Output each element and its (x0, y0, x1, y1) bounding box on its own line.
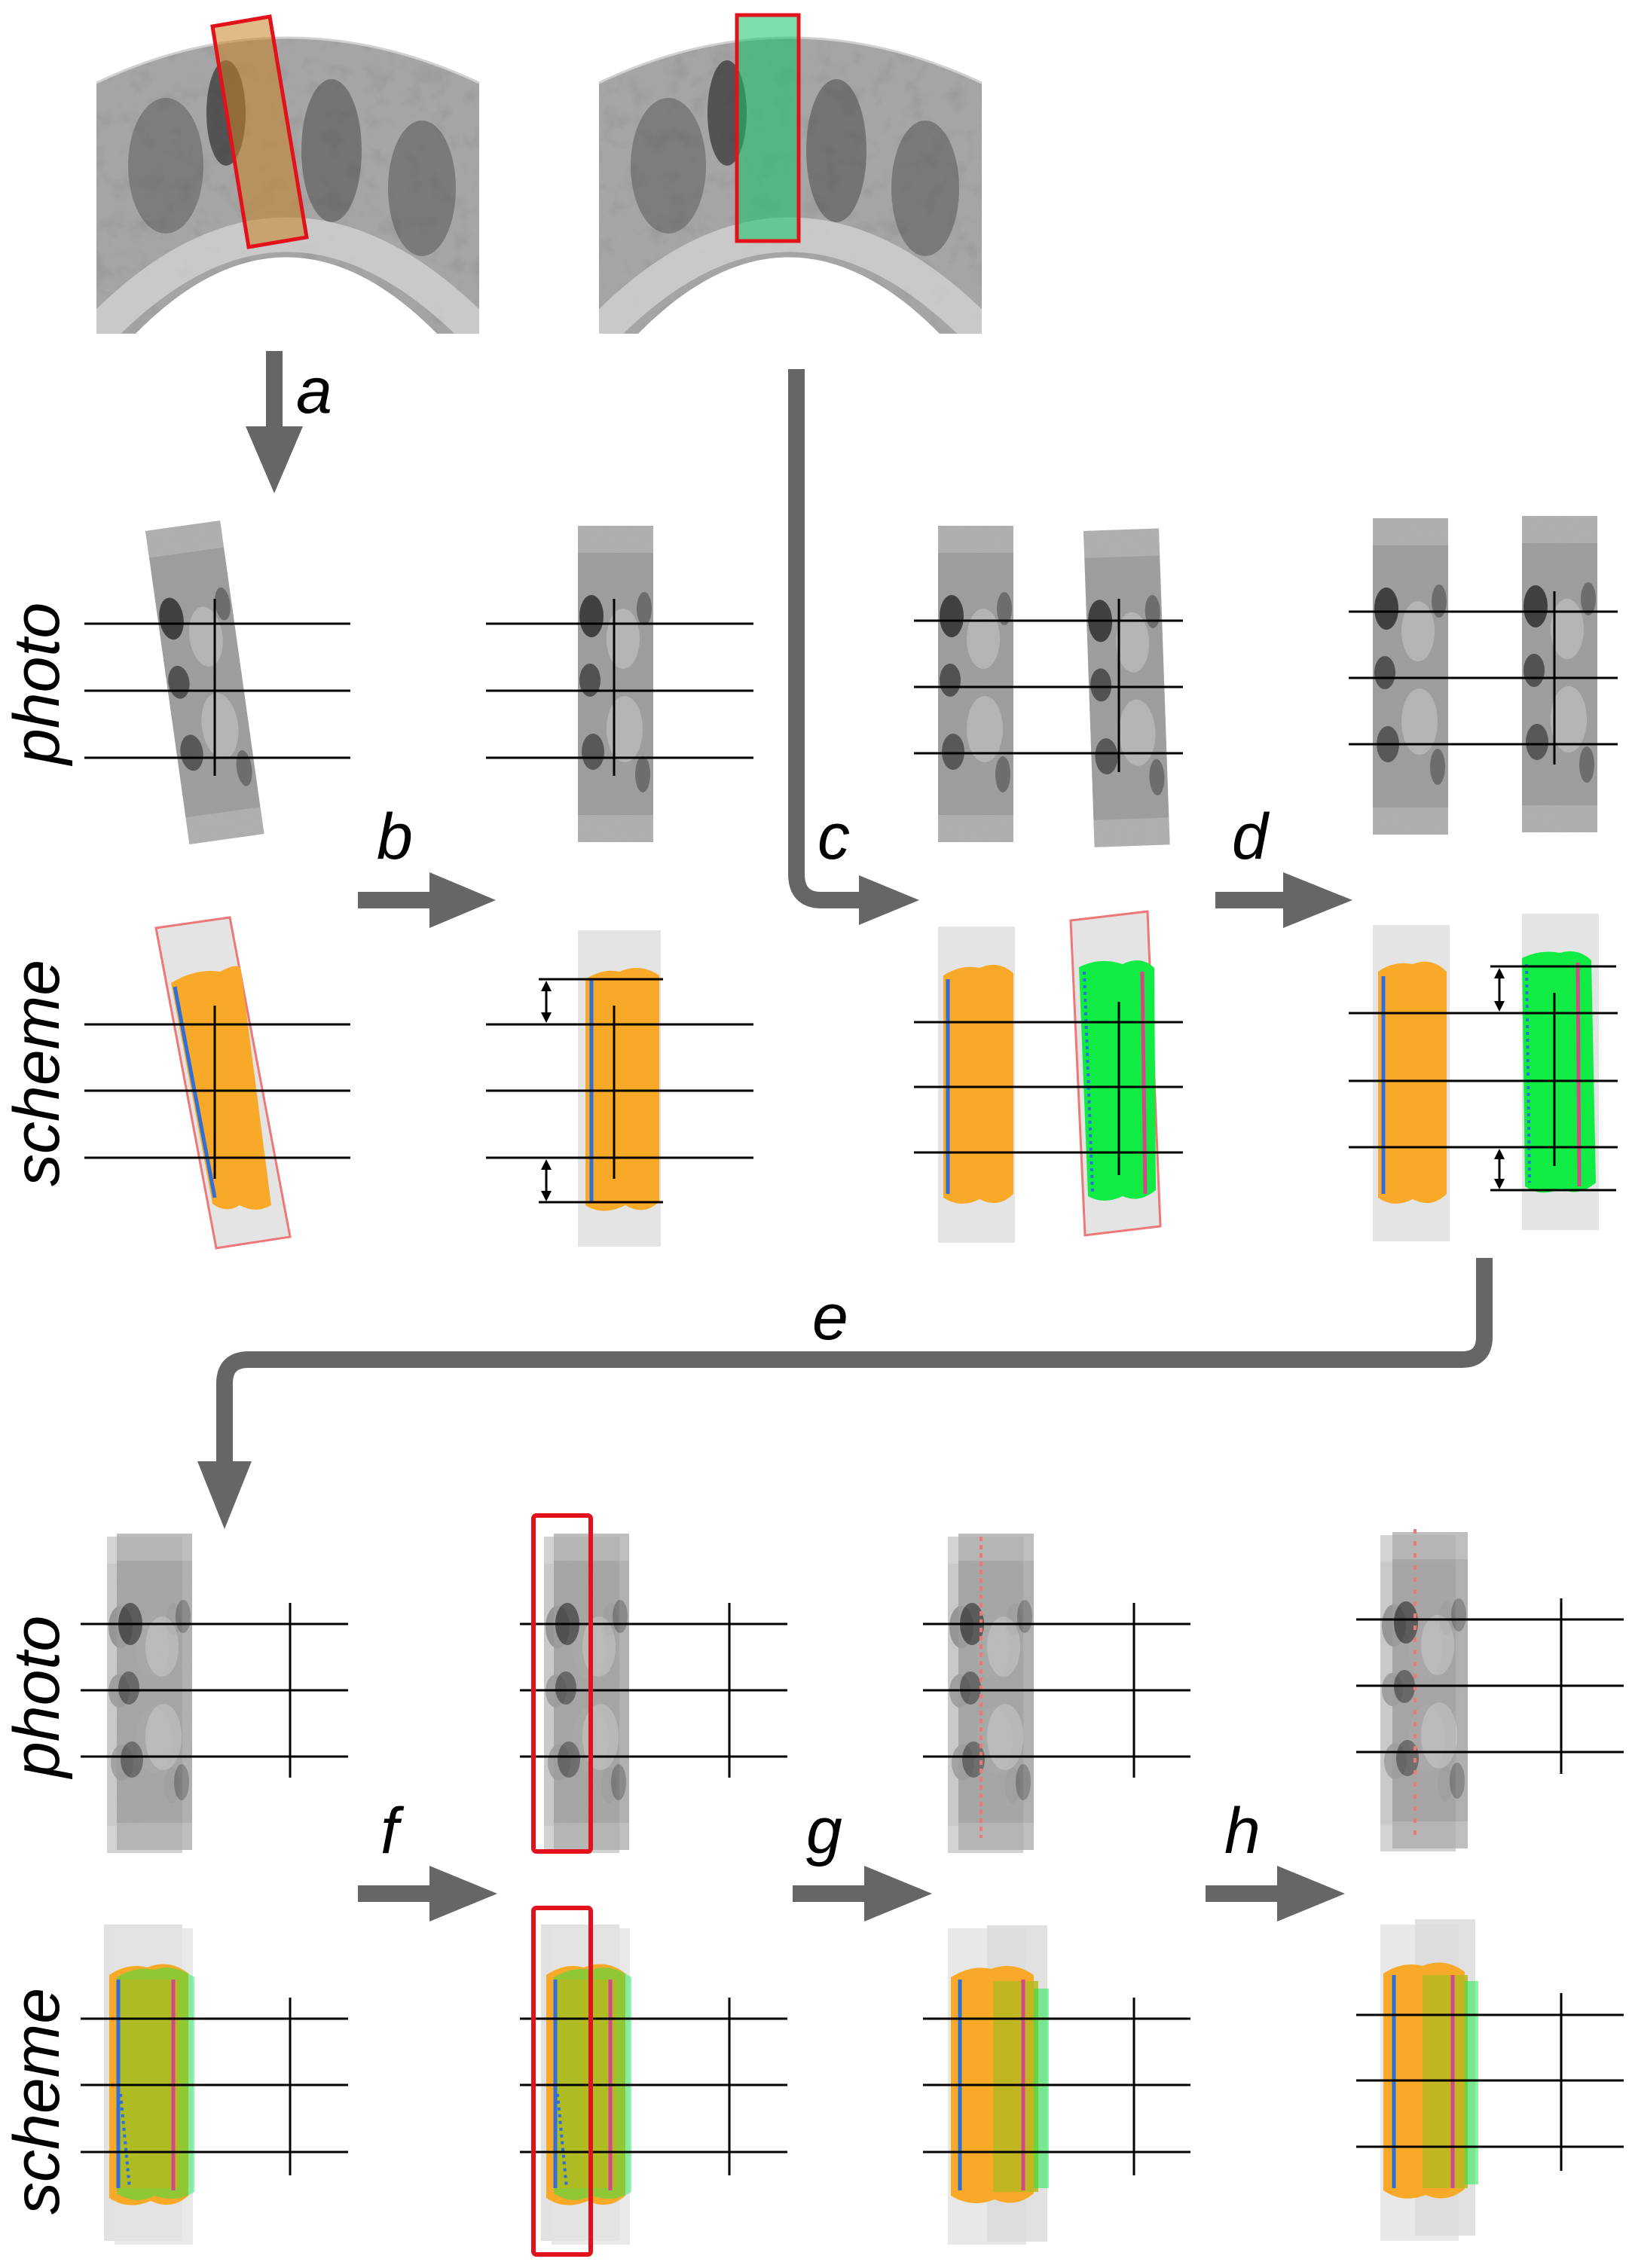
row-label-scheme-top: scheme (1, 960, 73, 1186)
row-label-photo-top: photo (1, 603, 73, 767)
step-label-g: g (806, 1795, 842, 1867)
highlight-box-photo (531, 1513, 593, 1854)
step-label-c: c (818, 801, 850, 873)
arrow-a (246, 351, 303, 493)
scheme-panel-1 (84, 916, 350, 1250)
arrow-b (358, 872, 496, 928)
step-label-b: b (377, 801, 413, 873)
arrow-e-head (197, 1461, 252, 1529)
photo-panel-6 (520, 1513, 787, 1854)
tomogram-left (96, 14, 480, 334)
photo-panel-7 (923, 1534, 1190, 1853)
selection-box-green (735, 13, 801, 243)
arrow-h (1206, 1866, 1345, 1922)
scheme-panel-6 (520, 1906, 787, 2257)
selection-box-orange (210, 14, 309, 249)
arrow-c-head (859, 875, 919, 925)
scheme-panel-7 (923, 1925, 1190, 2245)
photo-panel-4 (1349, 516, 1618, 835)
highlight-box-scheme (531, 1906, 593, 2257)
photo-panel-8 (1356, 1529, 1624, 1851)
scheme-panel-8 (1356, 1919, 1624, 2241)
photo-panel-2 (486, 526, 753, 842)
step-label-h: h (1224, 1795, 1261, 1867)
arrow-d (1215, 872, 1352, 928)
arrow-g (793, 1866, 932, 1922)
arrow-c-line (788, 369, 859, 908)
arrow-e-line (216, 1258, 1493, 1461)
scheme-panel-4 (1349, 914, 1618, 1241)
step-label-f: f (380, 1795, 405, 1867)
photo-panel-1 (84, 520, 350, 844)
step-label-a: a (296, 355, 332, 427)
arrow-f (358, 1866, 497, 1922)
step-label-e: e (812, 1281, 848, 1354)
scheme-panel-3 (914, 910, 1183, 1243)
row-label-scheme-bottom: scheme (1, 1988, 73, 2215)
scheme-panel-5 (81, 1925, 348, 2245)
scheme-panel-2 (486, 930, 753, 1247)
photo-panel-3 (914, 526, 1183, 847)
tomogram-right (598, 13, 983, 334)
photo-panel-5 (81, 1534, 348, 1853)
step-label-d: d (1232, 801, 1270, 873)
row-label-photo-bottom: photo (1, 1616, 73, 1780)
